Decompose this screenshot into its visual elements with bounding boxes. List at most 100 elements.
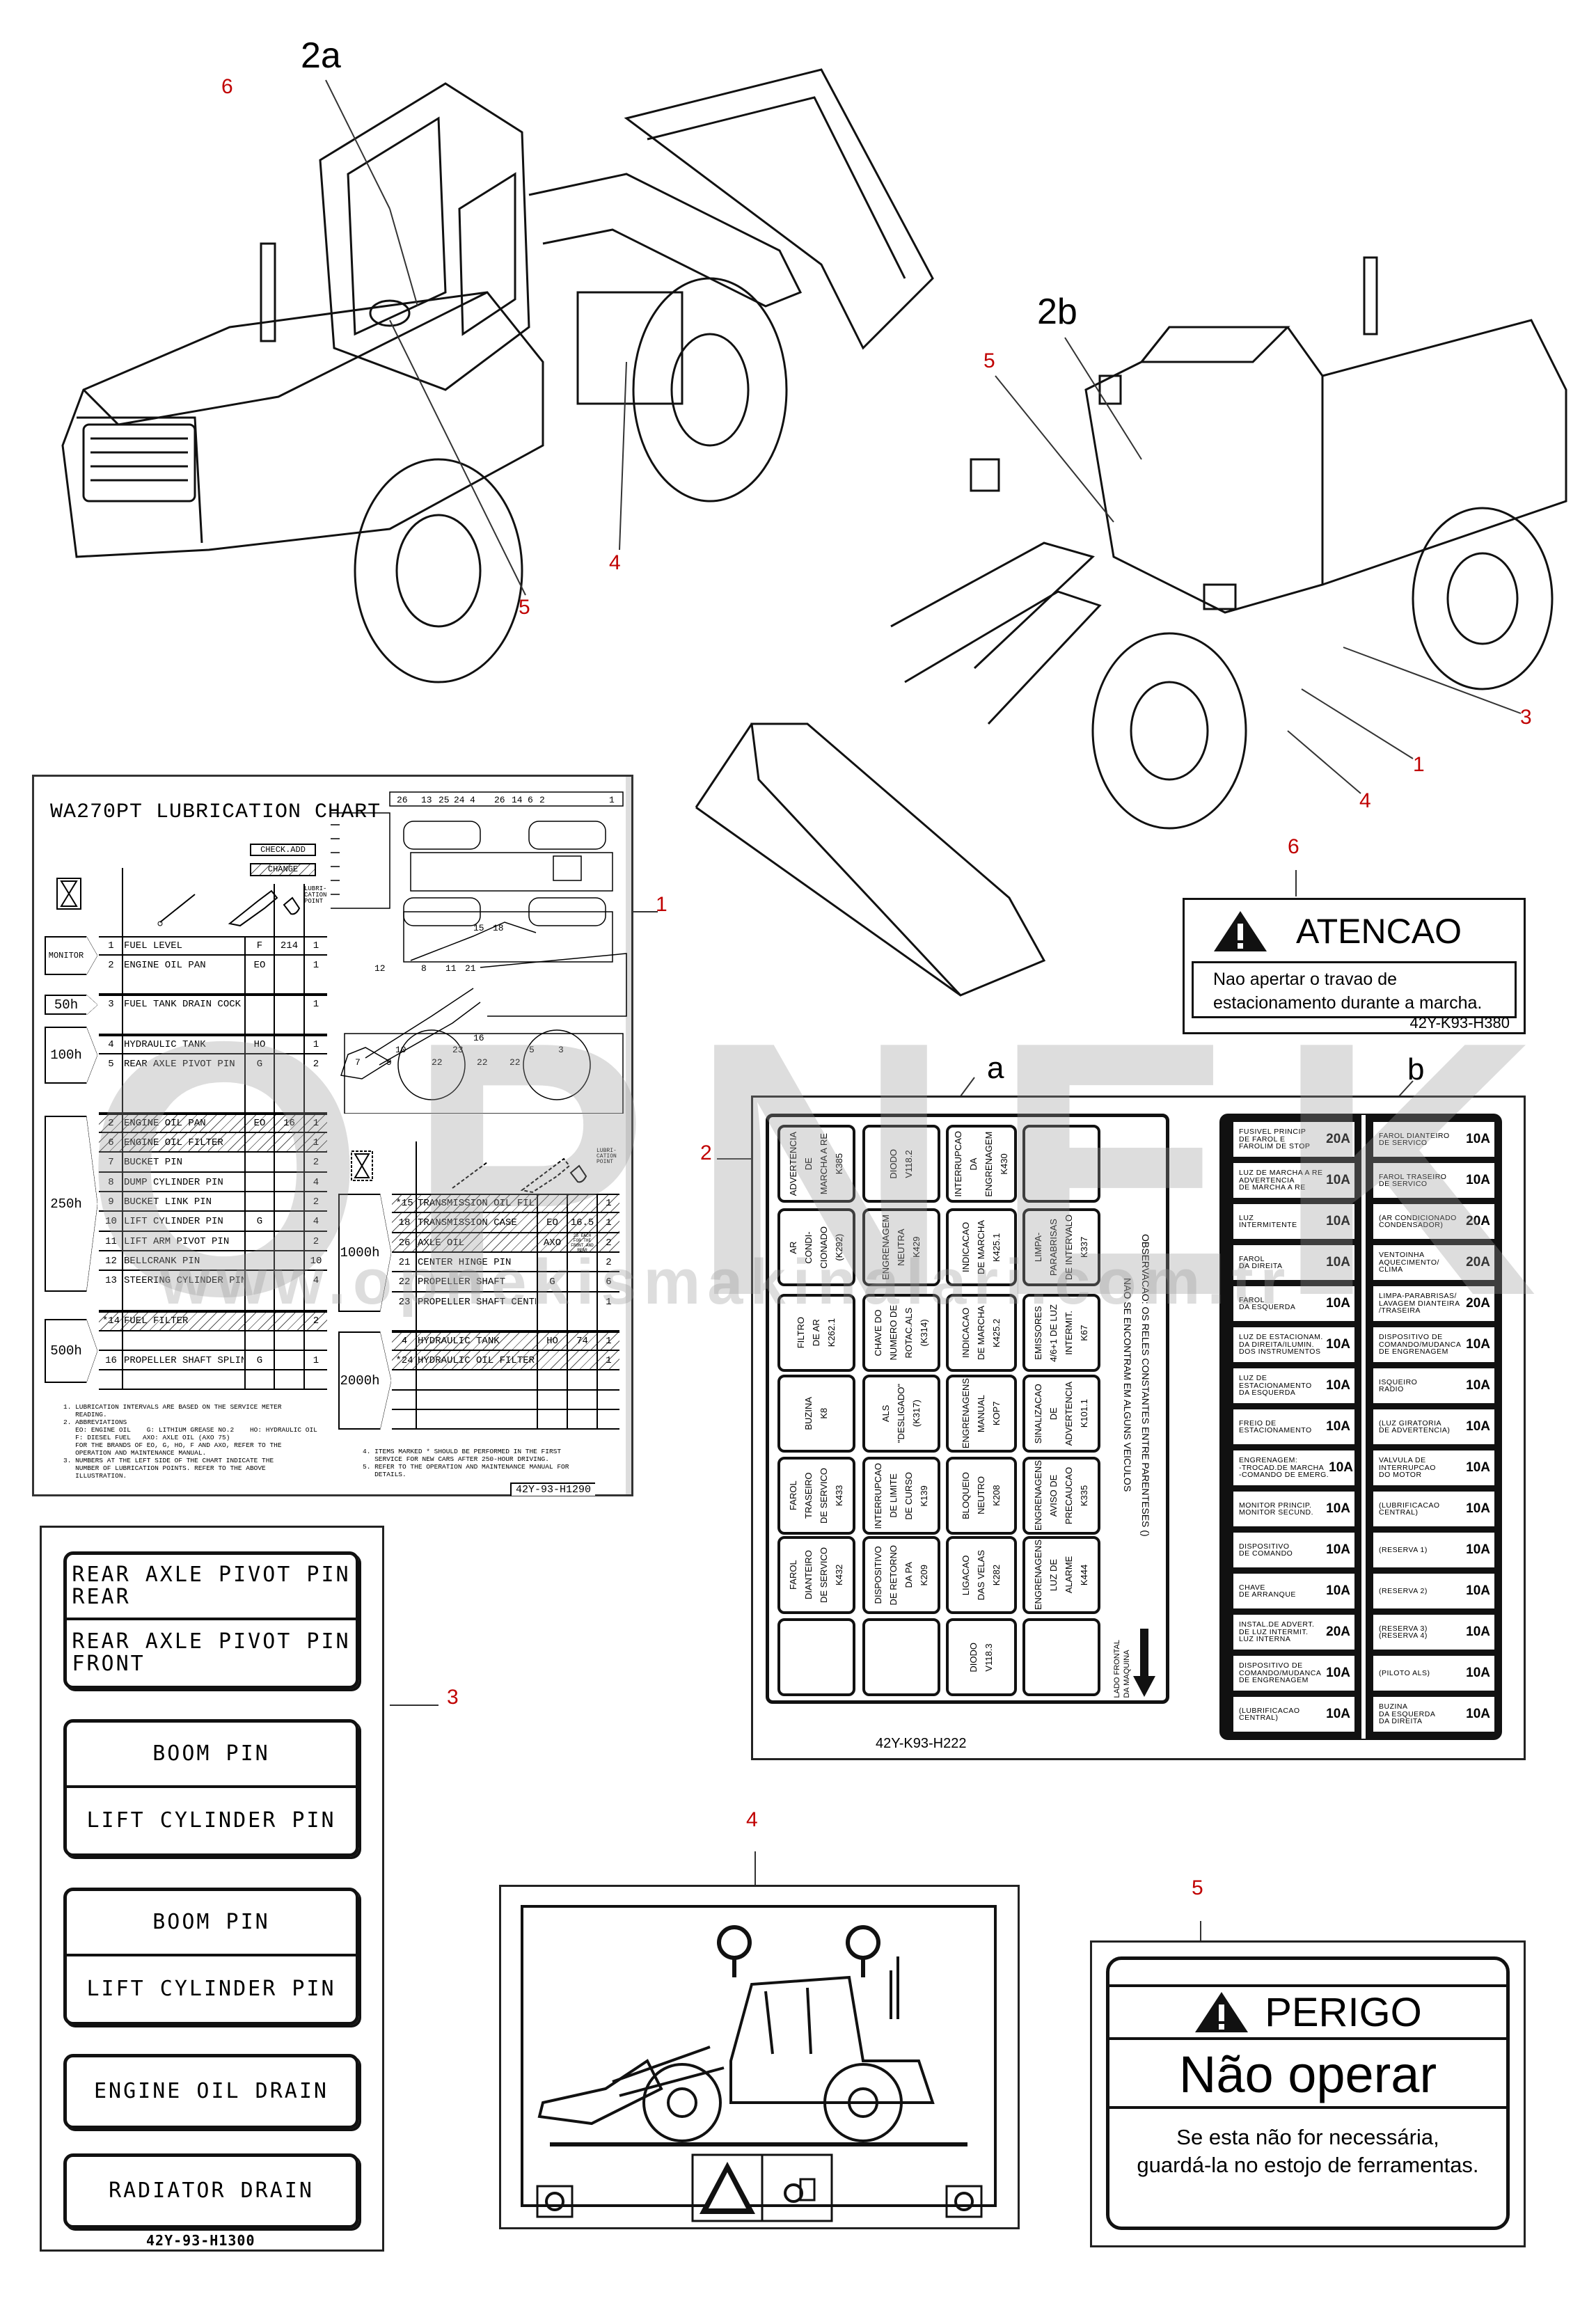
- lubrication-cell-no: [101, 1331, 121, 1351]
- diagram-number: 22: [432, 1057, 443, 1068]
- relay-label: DISPOSITIVO DE RETORNO DA PA K209: [873, 1544, 929, 1606]
- diagram-number: 22: [477, 1057, 488, 1068]
- lubrication-cell-qty: [276, 1153, 303, 1173]
- lubrication-cell-type: HO: [546, 1336, 558, 1347]
- lubrication-row: [99, 1173, 327, 1192]
- relay-label: DIODO V118.2: [888, 1148, 914, 1179]
- diagram-number: 26: [494, 795, 505, 805]
- lubrication-cell-no: [394, 1370, 415, 1391]
- relay-slot: BUZINA K8: [777, 1375, 855, 1453]
- callout-4: 4: [746, 1808, 758, 1831]
- relay-label: FAROL TRASEIRO DE SERVICO K433: [788, 1468, 844, 1524]
- relay-slot: [1022, 1125, 1100, 1203]
- interval-arrow-100h: 100h: [45, 1027, 97, 1084]
- diagram-number: 1: [609, 795, 615, 805]
- pin-plate: RADIATOR DRAIN: [63, 2153, 359, 2229]
- lubrication-cell-no: 21: [398, 1257, 411, 1268]
- lubrication-point-diagram: 26 13 25 24 4 26 14 6 2 1 15 18 12 8 11 …: [331, 791, 627, 1114]
- lubrication-cell-item: REAR AXLE PIVOT PIN: [124, 1059, 235, 1070]
- relay-slot: AR CONDI- CIONADO (K292): [777, 1208, 855, 1286]
- lubrication-cell-no: 18: [398, 1217, 411, 1228]
- perigo-frame: [1106, 1956, 1510, 2230]
- fuse-label: (AR CONDICIONADO CONDENSADOR): [1379, 1213, 1457, 1229]
- interval-arrow-250h: 250h: [45, 1116, 97, 1292]
- lubrication-chart-code: 42Y-93-H1290: [510, 1482, 596, 1496]
- diagram-number: 2: [539, 795, 545, 805]
- atencao-text-box: Nao apertar o travao de estacionamento d…: [1192, 961, 1517, 1018]
- relay-slot: DIODO V118.2: [862, 1125, 940, 1203]
- lubrication-cell-qty: [569, 1292, 596, 1331]
- lubrication-cell-qty: [569, 1253, 596, 1272]
- lubrication-cell-item: HYDRAULIC TANK: [418, 1336, 500, 1347]
- lubrication-cell-no: 2: [108, 960, 114, 971]
- relay-slot: INDICACAO DE MARCHA K425.1: [946, 1208, 1017, 1286]
- diagram-number: 12: [374, 963, 386, 974]
- lubrication-cell-qty: [276, 1271, 303, 1311]
- diagram-number: 7: [355, 1057, 361, 1068]
- lubrication-cell-points: [599, 1370, 619, 1391]
- fuse-amperage: 10A: [1466, 1501, 1490, 1516]
- relay-label: BUZINA K8: [803, 1397, 829, 1430]
- lubrication-cell-item: ENGINE OIL PAN: [124, 960, 206, 971]
- lubrication-cell-qty: [276, 1212, 303, 1232]
- relay-slot: INDICACAO DE MARCHA K425.2: [946, 1294, 1017, 1372]
- relay-slot: LIMPA- PARABRISAS DE INTERVALO K337: [1022, 1208, 1100, 1286]
- perigo-header: PERIGO: [1109, 1984, 1506, 2040]
- lubrication-cell-points: 1: [606, 1217, 612, 1228]
- lubrication-cell-points: [599, 1410, 619, 1430]
- callout-5: 5: [983, 349, 995, 372]
- relay-label: ALS "DESLIGADO" (K317): [880, 1384, 922, 1444]
- lubrication-cell-no: 7: [108, 1157, 114, 1168]
- lubrication-cell-no: 6: [108, 1137, 114, 1148]
- fuse-label: FAROL DA ESQUERDA: [1239, 1295, 1296, 1311]
- fuse-label: FAROL DIANTEIRO DE SERVICO: [1379, 1131, 1450, 1147]
- lubrication-row: [99, 956, 327, 995]
- lubrication-cell-type: [539, 1410, 566, 1430]
- tie-down-icon: [536, 2185, 983, 2218]
- relay-label: ADVERTENCIA DE MARCHA A RE K385: [788, 1131, 844, 1196]
- relay-label: BLOQUEIO NEUTRO K208: [961, 1472, 1002, 1519]
- lubrication-cell-type: AXO: [543, 1238, 562, 1249]
- fuse-slot: ENGRENAGEM: -TROCAD.DE MARCHA -COMANDO D…: [1232, 1449, 1356, 1487]
- callout-b: b: [1407, 1052, 1425, 1086]
- callout-2a: 2a: [301, 35, 341, 76]
- relay-slot: [1022, 1618, 1100, 1696]
- interval-arrow-500h: 500h: [45, 1319, 97, 1383]
- diagram-number: 13: [421, 795, 432, 805]
- lubrication-cell-item: [418, 1391, 536, 1410]
- relay-label: ENGRENAGENS LUZ DE ALARME K444: [1033, 1540, 1089, 1611]
- diagram-number: 15: [473, 923, 484, 933]
- lubrication-cell-type: [246, 1311, 273, 1331]
- fuse-relay-panel-decal: [751, 1096, 1526, 1760]
- fuse-label: (LUZ GIRATORIA DE ADVERTENCIA): [1379, 1418, 1451, 1434]
- lubrication-row: [99, 1331, 327, 1351]
- diagram-number: 25: [438, 795, 450, 805]
- lubrication-cell-points: 1: [606, 1198, 612, 1209]
- lubrication-cell-type: [246, 1192, 273, 1212]
- atencao-decal: ATENCAO Nao apertar o travao de estacion…: [1183, 898, 1526, 1034]
- fuse-amperage: 10A: [1326, 1707, 1350, 1721]
- relay-label: EMISSORES 4/6+1 DE LUZ INTERMIT. K67: [1033, 1304, 1089, 1362]
- diagram-number: 5: [529, 1045, 535, 1055]
- legend-change: CHANGE: [250, 863, 316, 876]
- lubrication-column-divider: [274, 936, 275, 1390]
- lubrication-cell-points: [306, 1331, 326, 1351]
- lubrication-cell-no: 10: [105, 1216, 117, 1227]
- fuse-slot: DISPOSITIVO DE COMANDO/MUDANCA DE ENGREN…: [1232, 1654, 1356, 1692]
- fuse-amperage: 10A: [1466, 1460, 1490, 1475]
- lubrication-cell-type: [246, 1133, 273, 1153]
- relay-label: ENGRENAGENS MANUAL KOP7: [961, 1378, 1002, 1449]
- fuse-label: ISQUEIRO RADIO: [1379, 1377, 1418, 1393]
- relay-label: ENGRENAGENS AVISO DE PRECAUCAO K335: [1033, 1460, 1089, 1531]
- lubrication-cell-qty: [276, 995, 303, 1035]
- fuse-label: VENTOINHA AQUECIMENTO/ CLIMA: [1379, 1251, 1439, 1274]
- fuse-slot: (RESERVA 2)10A: [1372, 1572, 1496, 1610]
- lubrication-row: [392, 1213, 619, 1233]
- lubrication-cell-points: 1: [313, 960, 319, 971]
- atencao-text-line: Nao apertar o travao de: [1213, 970, 1398, 989]
- lubrication-cell-type: EO: [253, 960, 266, 971]
